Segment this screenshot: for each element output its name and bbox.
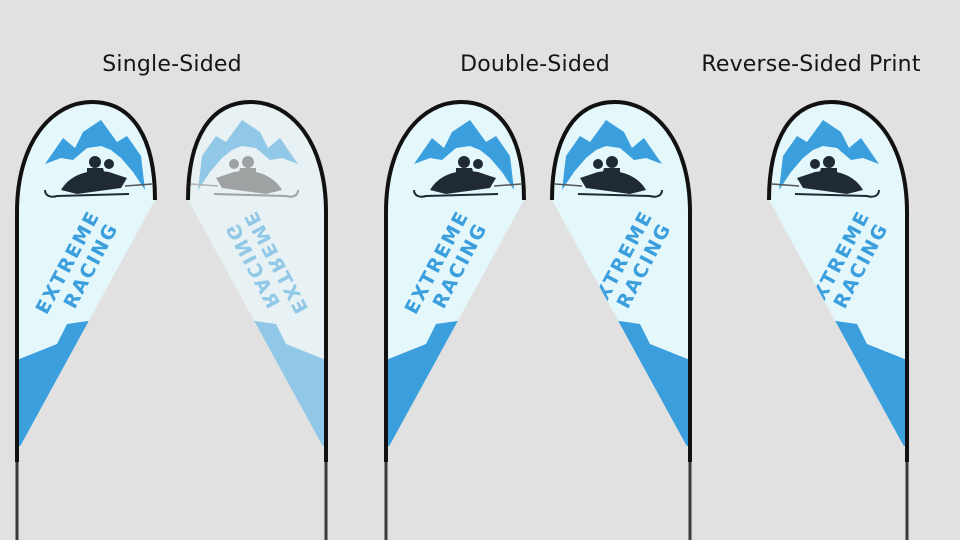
single-sided-label: Single-Sided (102, 52, 242, 77)
snowmobile-icon (554, 156, 663, 198)
flag-pole (767, 99, 909, 462)
snowmobile-icon (771, 156, 880, 198)
snowmobile-icon (44, 156, 153, 198)
mountain-graphic (562, 120, 662, 190)
flag-pole (15, 99, 157, 462)
flag-pole (550, 99, 692, 462)
flag-pole (384, 99, 526, 462)
mountain-graphic (414, 120, 514, 190)
snowmobile-icon (413, 156, 522, 198)
mountain-graphic (45, 120, 145, 190)
mountain-graphic (198, 120, 298, 190)
double-sided-label: Double-Sided (460, 52, 610, 77)
mountain-graphic (779, 120, 879, 190)
flag-pole (186, 99, 328, 462)
snowmobile-icon (190, 156, 299, 198)
reverse-sided-label: Reverse-Sided Print (701, 52, 921, 77)
